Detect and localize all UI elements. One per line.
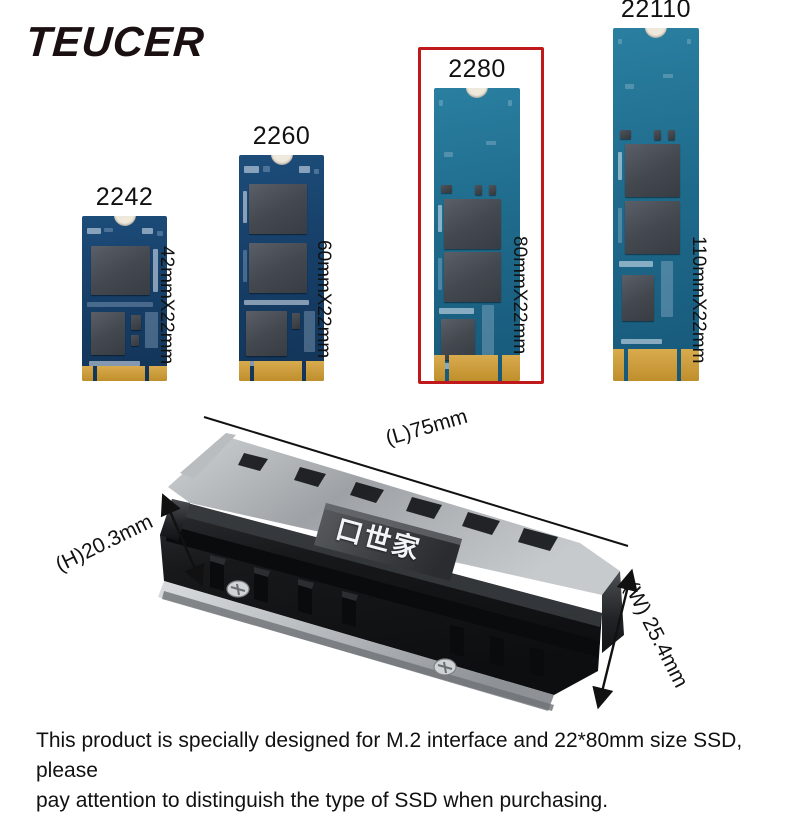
- ssd-module-2280[interactable]: 2280 80mmX22mm: [434, 55, 530, 381]
- controller-chip: [621, 275, 655, 321]
- caption-line-1: This product is specially designed for M…: [36, 729, 743, 782]
- mounting-notch-icon: [270, 155, 293, 165]
- ssd-label-22110: 22110: [620, 0, 692, 23]
- nand-chip: [90, 245, 150, 296]
- caption-line-2: pay attention to distinguish the type of…: [36, 788, 609, 812]
- controller-chip: [245, 310, 287, 357]
- controller-chip: [90, 311, 125, 355]
- ssd-module-2242[interactable]: 2242 42mmX22mm: [82, 183, 177, 381]
- gold-connector-fingers: [613, 349, 699, 381]
- mounting-notch-icon: [465, 88, 489, 98]
- screw-icon: [433, 658, 457, 676]
- screw-icon: [226, 580, 250, 598]
- gold-connector-fingers: [82, 366, 167, 381]
- pcb-board: [82, 216, 167, 381]
- pcb-board: [434, 88, 520, 381]
- ssd-module-22110[interactable]: 22110 110mmX22m: [613, 0, 709, 381]
- heatsink-product-render[interactable]: 口世家: [150, 395, 670, 715]
- nand-chip: [249, 184, 307, 235]
- nand-chip: [444, 199, 502, 250]
- ssd-module-2260[interactable]: 2260 60mmX22mm: [239, 122, 334, 381]
- controller-chip: [440, 319, 476, 361]
- mounting-notch-icon: [644, 28, 668, 38]
- ssd-label-2242: 2242: [95, 183, 154, 211]
- mounting-notch-icon: [113, 216, 136, 226]
- nand-chip: [625, 144, 681, 198]
- product-caption: This product is specially designed for M…: [36, 726, 776, 815]
- nand-chip: [444, 252, 502, 302]
- gold-connector-fingers: [434, 354, 520, 381]
- pcb-board: [239, 155, 324, 381]
- pcb-board: [613, 28, 699, 381]
- gold-connector-fingers: [239, 360, 324, 381]
- ssd-label-2280: 2280: [448, 55, 506, 83]
- nand-chip: [625, 200, 681, 254]
- heatsink-illustration: [158, 433, 624, 711]
- ssd-label-2260: 2260: [252, 122, 311, 150]
- nand-chip: [249, 243, 307, 293]
